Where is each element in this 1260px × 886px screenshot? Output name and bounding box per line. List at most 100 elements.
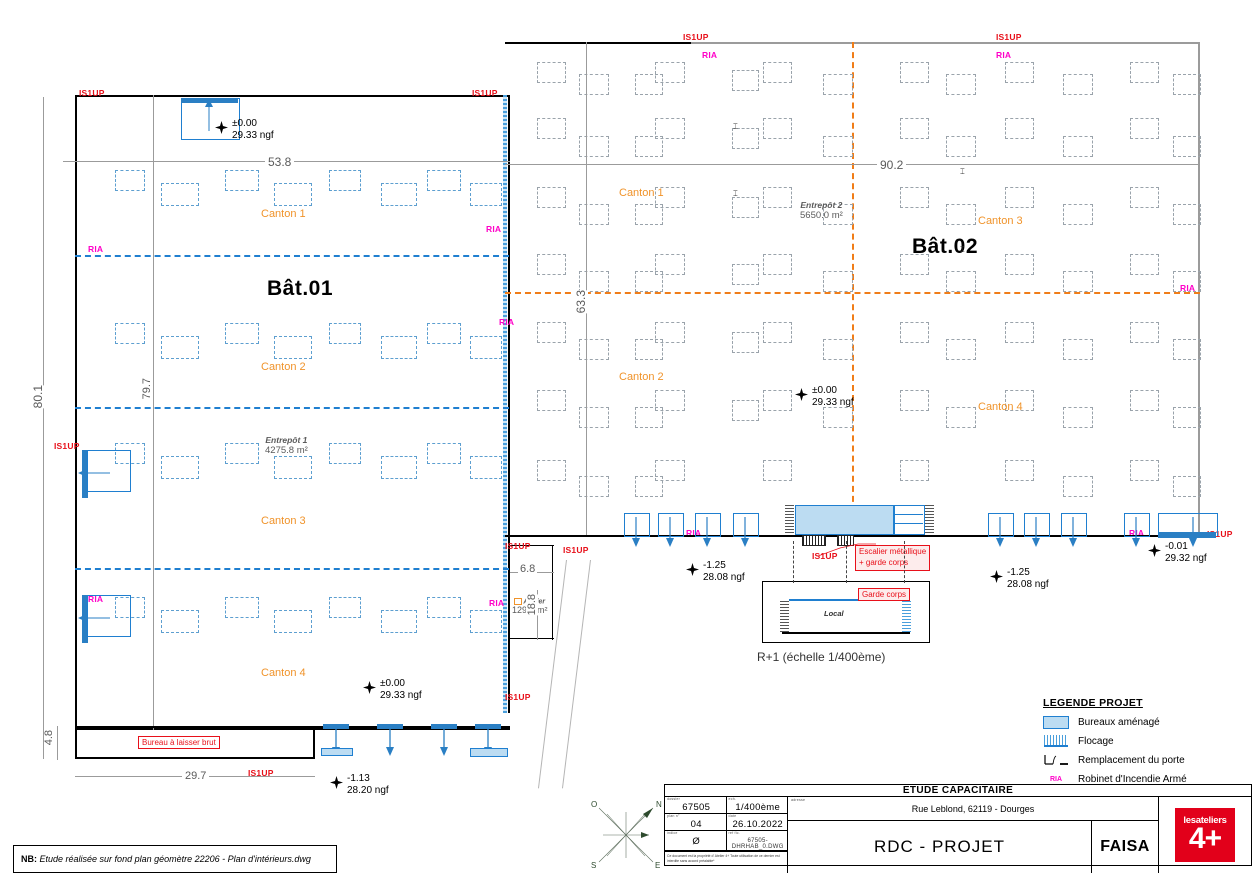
dock-platform: [470, 748, 508, 757]
level-symbol-icon: [363, 681, 376, 694]
marker-is1up: IS1UP: [472, 88, 498, 98]
rack: [900, 187, 929, 208]
r1-projection-line: [793, 541, 795, 583]
dimline-bat01-inner-h: [153, 164, 154, 730]
rack: [635, 136, 663, 157]
level-delta: ±0.00: [812, 385, 837, 396]
rack: [946, 407, 976, 428]
rack: [579, 339, 609, 360]
legend-label: Robinet d'Incendie Armé: [1078, 773, 1187, 785]
marker-is1up: IS1UP: [812, 551, 838, 561]
rack: [274, 336, 312, 359]
building-name-bat02: Bât.02: [912, 235, 979, 258]
marker-is1up: IS1UP: [1207, 529, 1233, 539]
rack: [823, 339, 853, 360]
dock-arrow-icon: [666, 517, 674, 547]
office-bat01-top-arrow-icon: [205, 99, 213, 131]
logo-line-1: lesateliers: [1183, 814, 1227, 826]
mezzanine-block: [785, 505, 935, 546]
rack: [537, 118, 566, 139]
rack: [1005, 254, 1034, 275]
building-name-bat01: Bât.01: [267, 277, 334, 300]
rack: [537, 187, 566, 208]
compass-rose: N E S O: [583, 792, 669, 878]
field-value: 67505-DHRHAB_0.DWG: [731, 838, 784, 850]
rack: [732, 70, 759, 91]
field-key: indice: [667, 831, 678, 835]
rack: [1130, 254, 1159, 275]
dock-arrow-icon: [996, 517, 1004, 547]
dock-wall: [315, 726, 510, 728]
rack: [470, 183, 502, 206]
legend-panel: LEGENDE PROJET Bureaux aménagé Flocage R…: [1043, 697, 1253, 785]
level-symbol-icon: [330, 776, 343, 789]
field-date: date 26.10.2022: [725, 814, 788, 830]
rack: [732, 128, 759, 149]
bat02-wall-top-right: [691, 42, 1200, 44]
rack: [900, 62, 929, 83]
field-value: 1/400ème: [735, 802, 781, 813]
warehouse-area-bat02: Entrepôt 2 5650.0 m²: [800, 200, 843, 221]
title-block-header: ETUDE CAPACITAIRE: [665, 785, 1251, 797]
ria-swatch-icon: RIA: [1049, 775, 1063, 783]
rack: [823, 407, 853, 428]
dim-bat01-width: 53.8: [265, 155, 295, 169]
level-ngf: 29.33 ngf: [380, 689, 422, 701]
r1-local-label: Local: [824, 609, 844, 618]
rack: [732, 264, 759, 285]
level-marker-bat02-mid: ±0.00 29.33 ngf: [795, 385, 854, 408]
marker-is1up: IS1UP: [79, 88, 105, 98]
office-bat01-left1-arrow-icon: [78, 469, 110, 477]
level-ngf: 28.08 ngf: [703, 571, 745, 583]
bat02-canton-divider-v: [852, 42, 854, 512]
dim-atelier-width: 6.8: [518, 563, 538, 575]
rack: [381, 610, 417, 633]
canton-label-bat01-2: Canton 2: [261, 361, 306, 373]
rack: [946, 74, 976, 95]
rack: [329, 170, 361, 191]
level-delta: ±0.00: [232, 118, 257, 129]
rack: [732, 400, 759, 421]
bat01-wall-top: [75, 95, 510, 97]
rack: [1173, 74, 1201, 95]
rack: [763, 118, 792, 139]
rack: [225, 323, 259, 344]
level-marker-bat02-east: -0.01 29.32 ngf: [1148, 541, 1207, 564]
rack: [427, 323, 461, 344]
title-block: ETUDE CAPACITAIRE dossier 67505 ech. 1/4…: [664, 784, 1252, 873]
field-value: 04: [690, 819, 702, 830]
canton-label-bat02-1: Canton 1: [619, 187, 664, 199]
r1-hatch-left: [780, 599, 789, 632]
rack: [635, 407, 663, 428]
bureau-wall-left: [75, 726, 77, 759]
rack: [900, 322, 929, 343]
rack: [900, 118, 929, 139]
rack: [1005, 460, 1034, 481]
bat01-wall-bottom: [75, 728, 510, 730]
level-symbol-icon: [990, 570, 1003, 583]
rack: [537, 460, 566, 481]
atelier-wall-top: [510, 545, 554, 547]
rack: [161, 183, 199, 206]
flocage-swatch-icon: [1043, 735, 1069, 747]
dock-arrow-icon: [632, 517, 640, 547]
bat02-dock-band: [505, 505, 1218, 555]
dim-atelier-height: 18.8: [526, 594, 538, 616]
drawing-title: RDC - PROJET: [874, 837, 1005, 856]
dock-arrow-icon: [1069, 517, 1077, 547]
bureau-brut-block: [75, 726, 315, 759]
field-echelle: ech. 1/400ème: [725, 797, 788, 813]
rack: [1130, 187, 1159, 208]
marker-ria: RIA: [486, 224, 502, 234]
address-value: Rue Leblond, 62119 - Dourges: [911, 803, 1035, 814]
rack: [225, 443, 259, 464]
rack: [946, 204, 976, 225]
legend-item-porte: Remplacement du porte: [1043, 754, 1253, 766]
rack: [1173, 204, 1201, 225]
atelier-wall-right: [552, 545, 554, 640]
level-delta: -0.01: [1165, 541, 1188, 552]
marker-is1up: IS1UP: [505, 541, 531, 551]
dock-bay: [695, 513, 721, 537]
canton-label-bat02-3: Canton 3: [978, 215, 1023, 227]
rack: [635, 204, 663, 225]
